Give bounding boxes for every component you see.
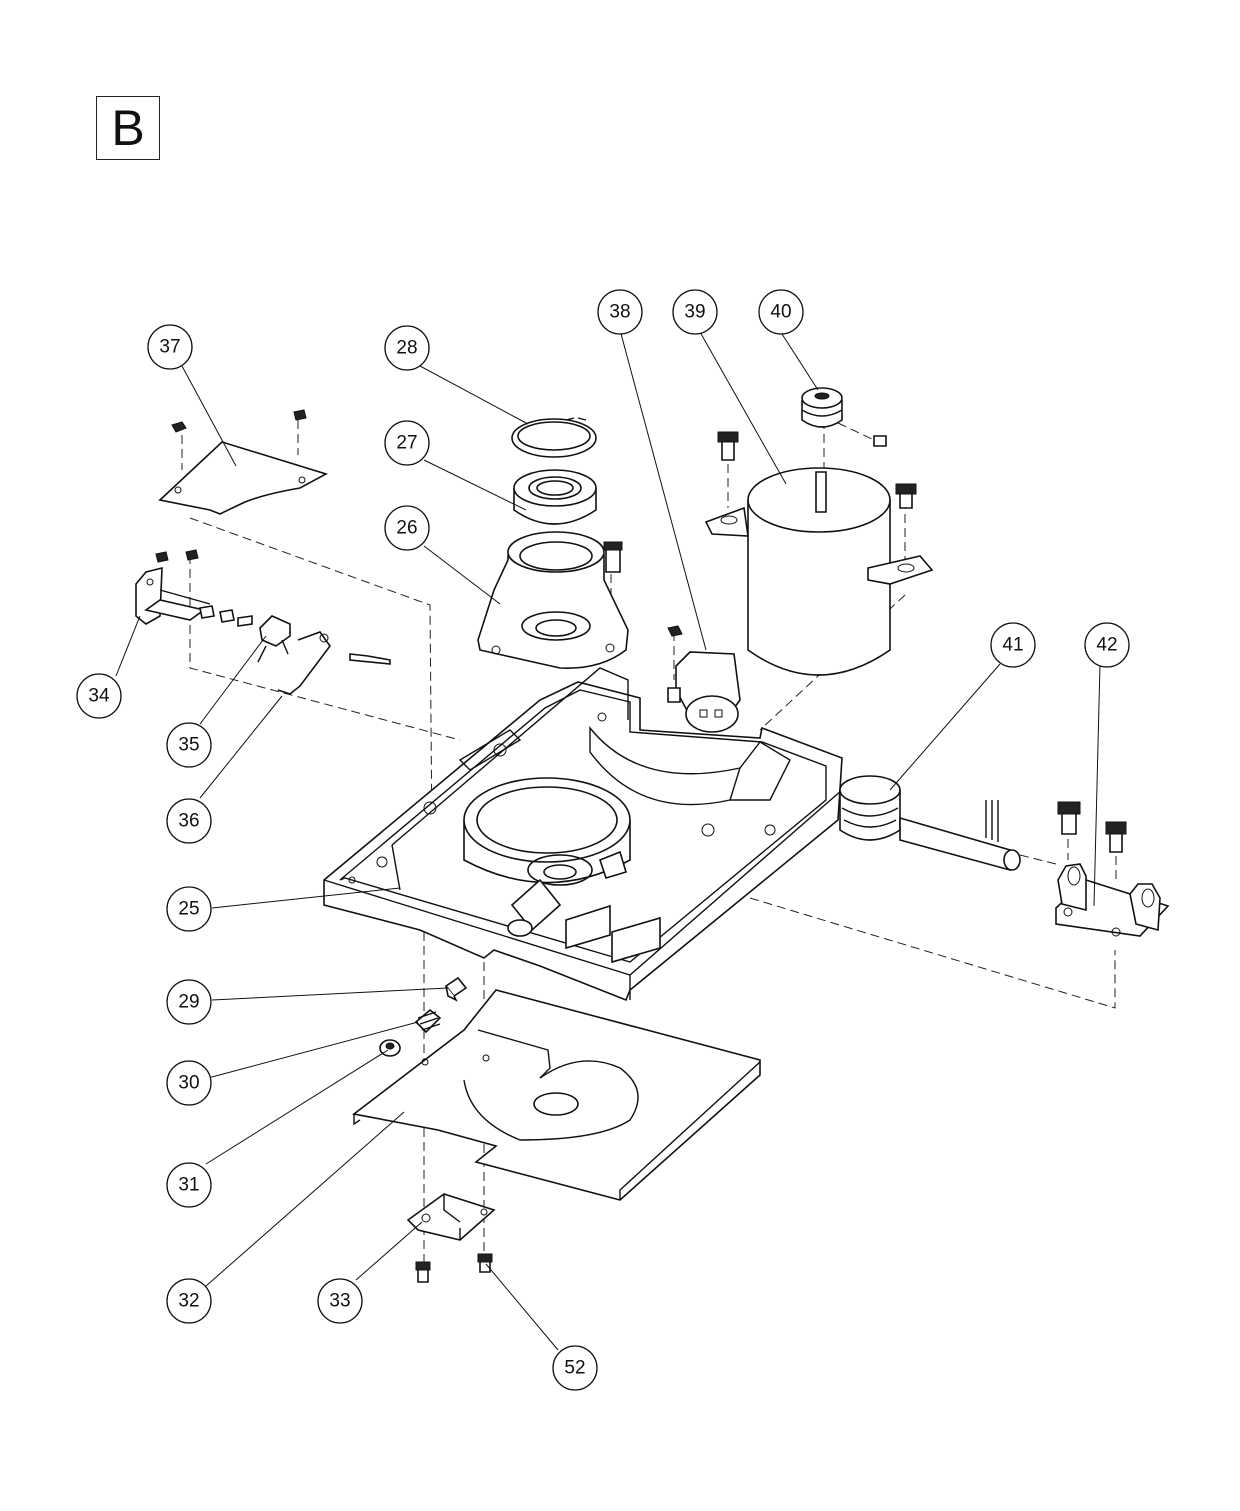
part-36-switch-lever (277, 631, 391, 695)
callout-label: 35 (178, 735, 199, 756)
part-39-motor (704, 431, 934, 676)
callout-label: 38 (609, 302, 630, 323)
part-42-hinge-bracket (1055, 801, 1170, 937)
callout-label: 27 (396, 433, 417, 454)
part-28-retaining-ring (511, 417, 597, 458)
part-34-switch-bracket (135, 549, 253, 627)
part-25-base-frame (323, 667, 843, 1002)
callout-41: 41 (990, 622, 1036, 668)
section-label-box: B (96, 96, 160, 160)
callout-38: 38 (597, 289, 643, 335)
callout-label: 29 (178, 992, 199, 1013)
callout-29: 29 (166, 979, 212, 1025)
callout-label: 28 (396, 338, 417, 359)
callout-34: 34 (76, 673, 122, 719)
part-26-gear-housing (477, 531, 629, 669)
part-29-stopper (444, 976, 468, 1002)
callout-label: 34 (88, 686, 110, 707)
part-40-pulley (801, 387, 887, 447)
callout-label: 30 (178, 1073, 199, 1094)
callout-label: 31 (178, 1175, 199, 1196)
callout-33: 33 (317, 1278, 363, 1324)
part-52-screw (477, 1253, 493, 1273)
part-32-bottom-plate (352, 989, 761, 1201)
part-37-cover-plate (158, 409, 329, 515)
callout-27: 27 (384, 420, 430, 466)
part-27-bearing (513, 469, 597, 525)
callout-label: 42 (1096, 635, 1117, 656)
callout-label: 40 (770, 302, 791, 323)
callout-32: 32 (166, 1278, 212, 1324)
part-35-micro-switch (257, 615, 291, 663)
callout-37: 37 (147, 324, 193, 370)
callout-52: 52 (552, 1345, 598, 1391)
callout-label: 33 (329, 1291, 350, 1312)
callout-26: 26 (384, 505, 430, 551)
callout-25: 25 (166, 886, 212, 932)
callout-label: 25 (178, 899, 199, 920)
callout-label: 39 (684, 302, 705, 323)
callout-31: 31 (166, 1162, 212, 1208)
callout-42: 42 (1084, 622, 1130, 668)
callout-36: 36 (166, 798, 212, 844)
part-41-shaft (839, 775, 1021, 872)
callout-label: 52 (564, 1358, 585, 1379)
callout-30: 30 (166, 1060, 212, 1106)
callout-label: 32 (178, 1291, 199, 1312)
part-33-bracket (406, 1193, 496, 1283)
callout-35: 35 (166, 722, 212, 768)
callout-40: 40 (758, 289, 804, 335)
part-30-spring (414, 1008, 442, 1034)
part-38-capacitor (667, 625, 741, 733)
callout-label: 37 (159, 337, 180, 358)
callout-39: 39 (672, 289, 718, 335)
section-label: B (111, 100, 145, 156)
callout-28: 28 (384, 325, 430, 371)
leader-lines (115, 329, 1101, 1351)
callout-label: 41 (1002, 635, 1023, 656)
callout-label: 36 (178, 811, 199, 832)
callout-label: 26 (396, 518, 417, 539)
